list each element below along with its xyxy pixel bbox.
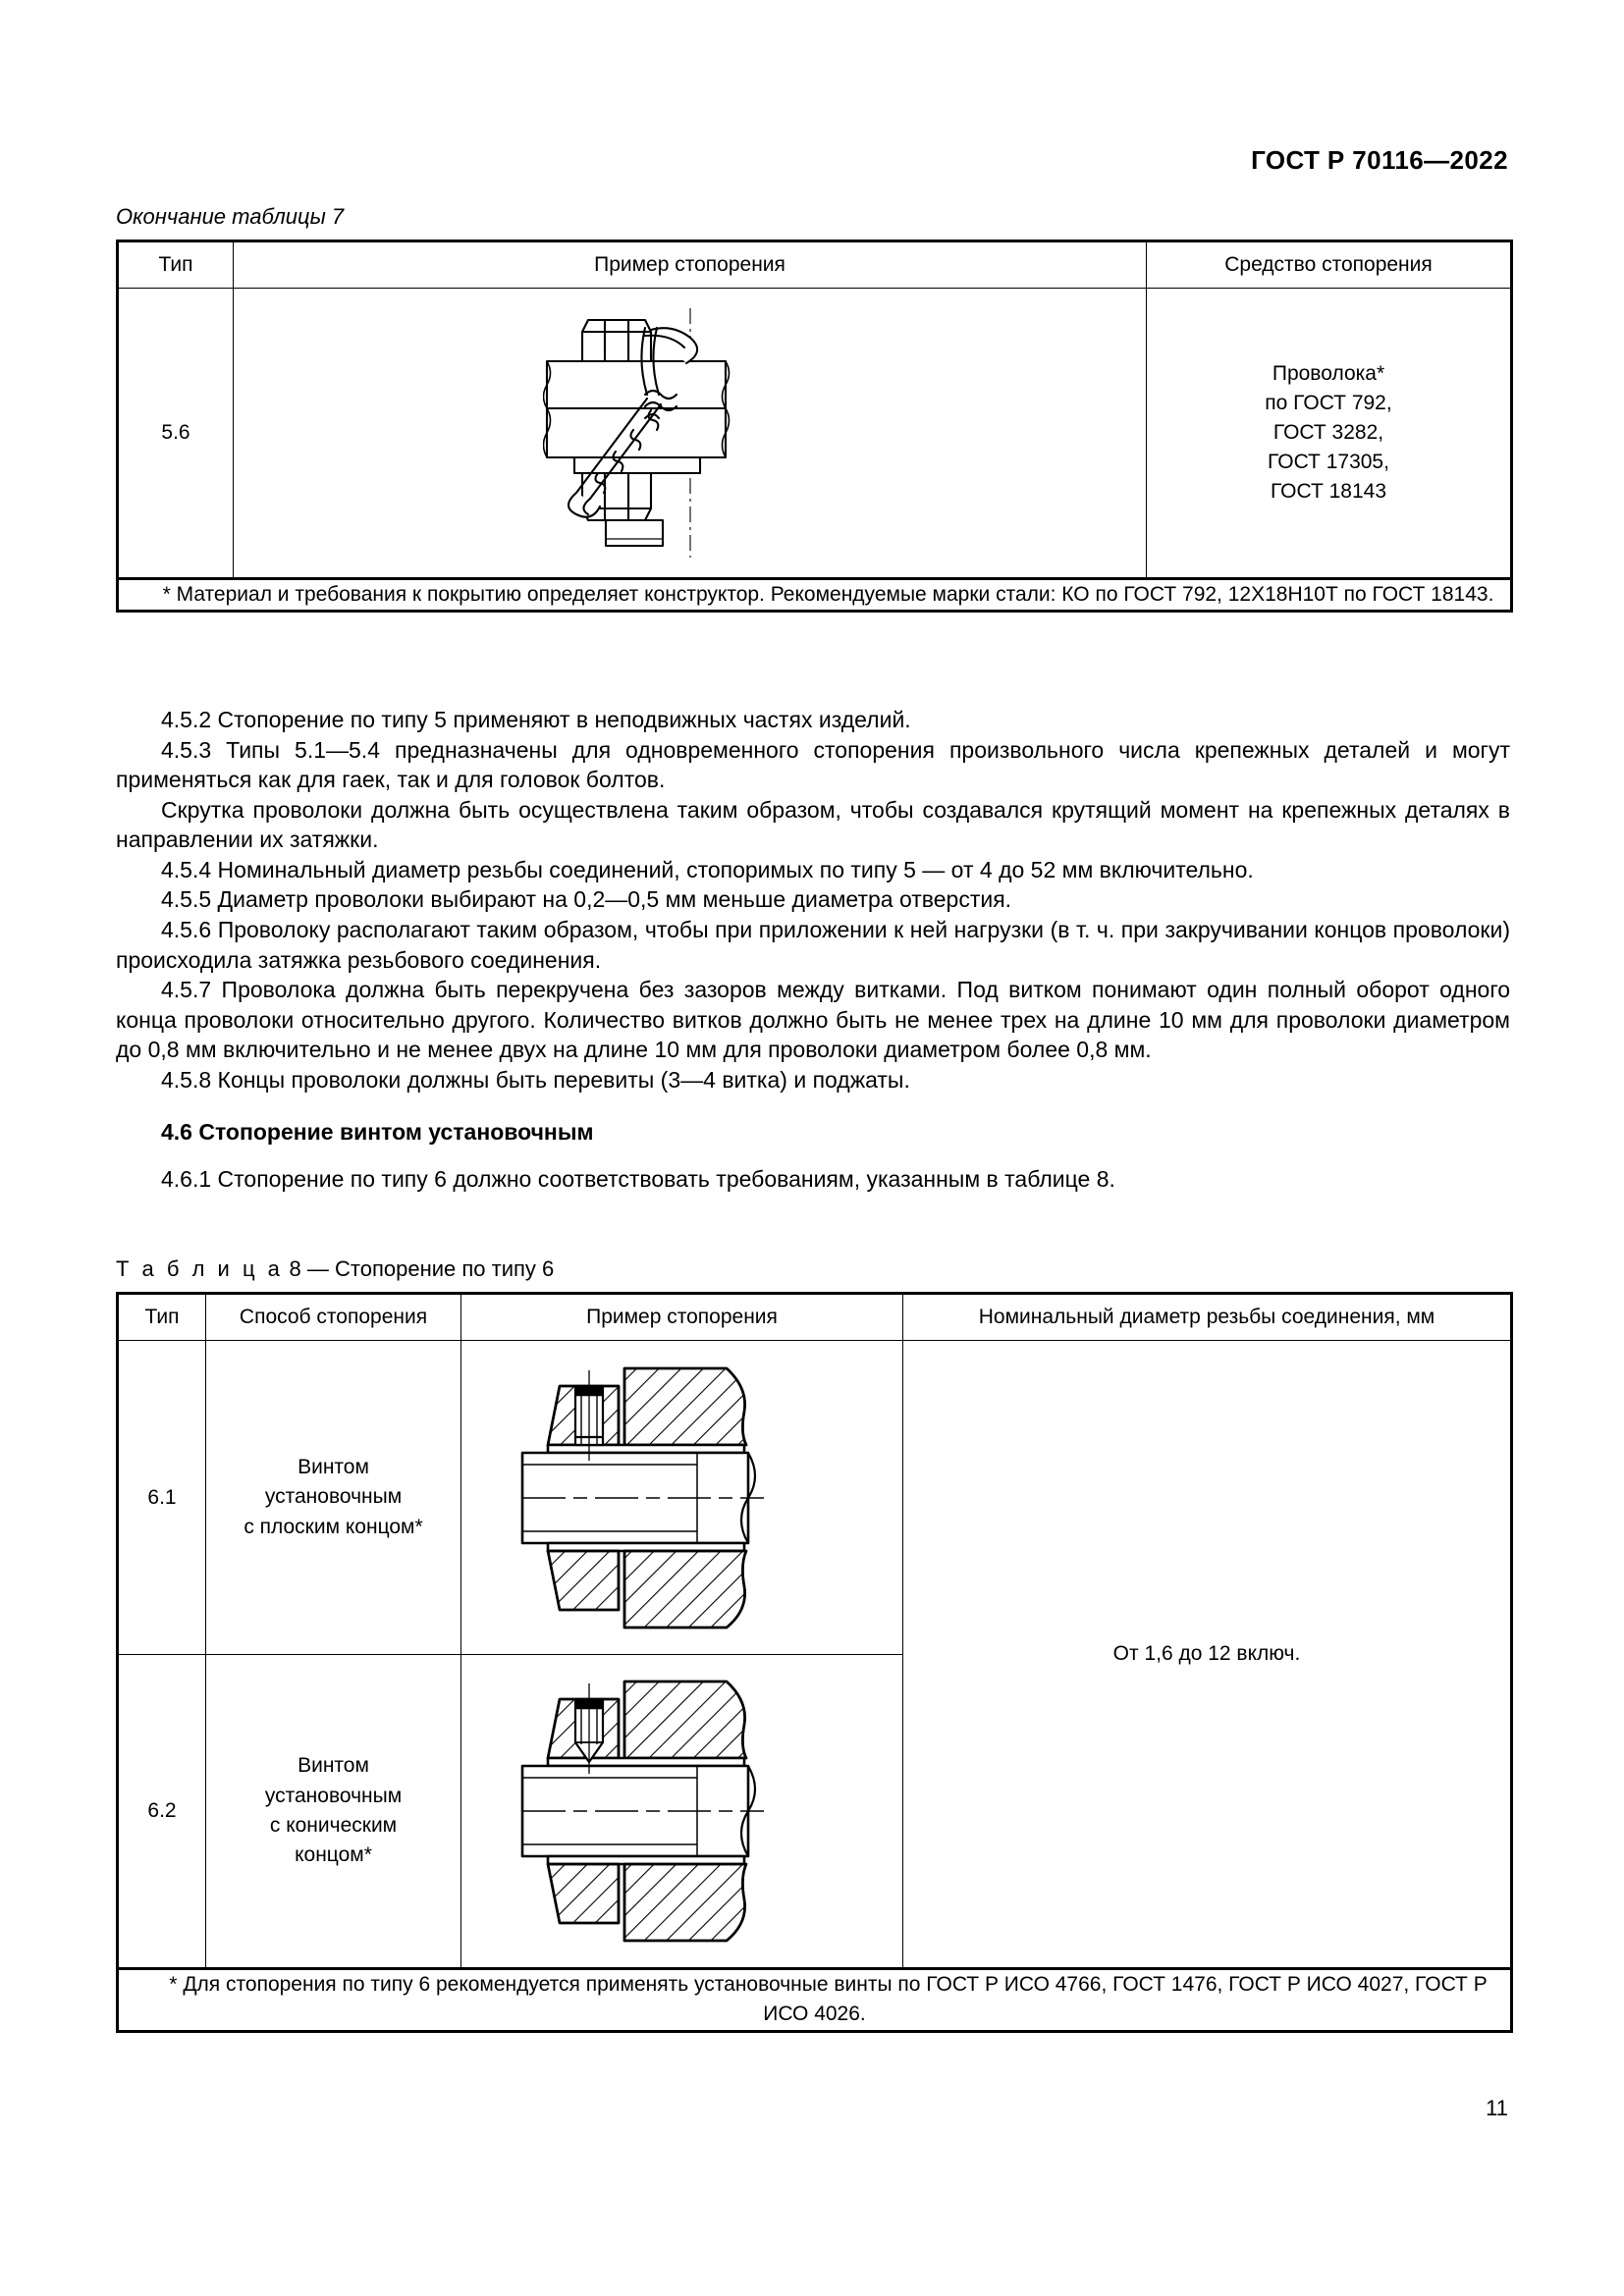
table7: Тип Пример стопорения Средство стопорени… — [116, 240, 1513, 614]
table7-footnote-row: * Материал и требования к покрытию опред… — [116, 576, 1513, 614]
paragraph-wire-twist: Скрутка проволоки должна быть осуществле… — [116, 796, 1510, 853]
page-header-standard-number: ГОСТ Р 70116—2022 — [1251, 145, 1508, 175]
table8-header-row: Тип Способ стопорения Пример стопорения … — [116, 1292, 1513, 1341]
table8-cell-figure — [460, 1654, 903, 1969]
method-line: Винтом — [298, 1754, 369, 1778]
table8-cell-type: 6.1 — [116, 1340, 206, 1655]
table7-cell-means: Проволока* по ГОСТ 792, ГОСТ 3282, ГОСТ … — [1146, 288, 1513, 579]
table8-cell-figure — [460, 1340, 903, 1655]
set-screw-flat-point-section-drawing — [520, 1366, 764, 1629]
table8: Тип Способ стопорения Пример стопорения … — [116, 1292, 1513, 2033]
table7-caption: Окончание таблицы 7 — [116, 204, 345, 229]
paragraph-4-5-6: 4.5.6 Проволоку располагают таким образо… — [116, 917, 1510, 973]
paragraph-4-5-4: 4.5.4 Номинальный диаметр резьбы соедине… — [161, 856, 1254, 882]
paragraph-4-5-7: 4.5.7 Проволока должна быть перекручена … — [116, 977, 1510, 1063]
table8-row-6-2: 6.2 Винтом установочным с коническим кон… — [116, 1654, 1512, 1969]
set-screw-cone-point-section-drawing — [520, 1680, 764, 1943]
means-line: по ГОСТ 792, — [1265, 392, 1392, 415]
table8-col-example: Пример стопорения — [460, 1292, 903, 1341]
table7-block: Окончание таблицы 7 Тип Пример стопорени… — [116, 204, 1513, 614]
table8-caption: Т а б л и ц а 8 — Стопорение по типу 6 — [116, 1256, 1510, 1282]
paragraph-4-5-2: 4.5.2 Стопорение по типу 5 применяют в н… — [161, 707, 911, 732]
section-heading-4-6: 4.6 Стопорение винтом установочным — [161, 1118, 594, 1145]
table8-cell-method: Винтом установочным с плоским концом* — [205, 1340, 461, 1655]
method-line: с плоским концом* — [244, 1515, 423, 1538]
table7-footnote-cell: * Материал и требования к покрытию опред… — [116, 576, 1513, 614]
means-line: ГОСТ 18143 — [1270, 479, 1387, 503]
table8-col-diameter: Номинальный диаметр резьбы соединения, м… — [902, 1292, 1513, 1341]
table8-caption-rest: 8 — Стопорение по типу 6 — [289, 1256, 555, 1281]
means-line: ГОСТ 3282, — [1272, 421, 1384, 445]
table8-cell-type: 6.2 — [116, 1654, 206, 1969]
paragraph-4-6-1: 4.6.1 Стопорение по типу 6 должно соотве… — [161, 1166, 1115, 1193]
method-line: Винтом — [298, 1455, 369, 1478]
body-text-block: 4.5.2 Стопорение по типу 5 применяют в н… — [116, 705, 1510, 1195]
paragraph-4-5-8: 4.5.8 Концы проволоки должны быть переви… — [161, 1066, 910, 1093]
table7-cell-figure — [233, 288, 1147, 579]
footnote-marker: * — [169, 1973, 178, 1996]
means-line: Проволока* — [1272, 362, 1385, 386]
method-line: с коническим — [269, 1814, 398, 1837]
table8-col-method: Способ стопорения — [205, 1292, 461, 1341]
table7-cell-type: 5.6 — [116, 288, 234, 579]
table8-col-type: Тип — [116, 1292, 206, 1341]
table8-cell-method: Винтом установочным с коническим концом* — [205, 1654, 461, 1969]
footnote-text: Для стопорения по типу 6 рекомендуется п… — [183, 1973, 1488, 2026]
page-number: 11 — [1486, 2096, 1508, 2120]
table8-footnote-cell: * Для стопорения по типу 6 рекомендуется… — [116, 1967, 1513, 2033]
paragraph-4-5-3: 4.5.3 Типы 5.1—5.4 предназначены для одн… — [116, 736, 1510, 793]
table8-caption-label: Т а б л и ц а — [116, 1256, 284, 1281]
method-line: концом* — [295, 1843, 372, 1867]
table7-row: 5.6 — [116, 288, 1513, 579]
table7-header-row: Тип Пример стопорения Средство стопорени… — [116, 240, 1513, 289]
footnote-text: Материал и требования к покрытию определ… — [176, 583, 1494, 606]
footnote-marker: * — [162, 583, 171, 606]
table8-footnote-row: * Для стопорения по типу 6 рекомендуется… — [116, 1967, 1513, 2033]
table7-col-example: Пример стопорения — [233, 240, 1147, 289]
method-line: установочным — [264, 1485, 403, 1509]
table7-col-type: Тип — [116, 240, 234, 289]
table8-row-6-1: 6.1 Винтом установочным с плоским концом… — [116, 1340, 1513, 1969]
wire-locking-bolt-nut-drawing — [542, 308, 730, 558]
table8-cell-diameter: От 1,6 до 12 включ. — [902, 1340, 1513, 1969]
table7-col-means: Средство стопорения — [1146, 240, 1513, 289]
method-line: установочным — [264, 1784, 403, 1807]
means-line: ГОСТ 17305, — [1268, 450, 1389, 473]
table8-block: Т а б л и ц а 8 — Стопорение по типу 6 Т… — [116, 1256, 1513, 2033]
paragraph-4-5-5: 4.5.5 Диаметр проволоки выбирают на 0,2—… — [161, 886, 1012, 913]
